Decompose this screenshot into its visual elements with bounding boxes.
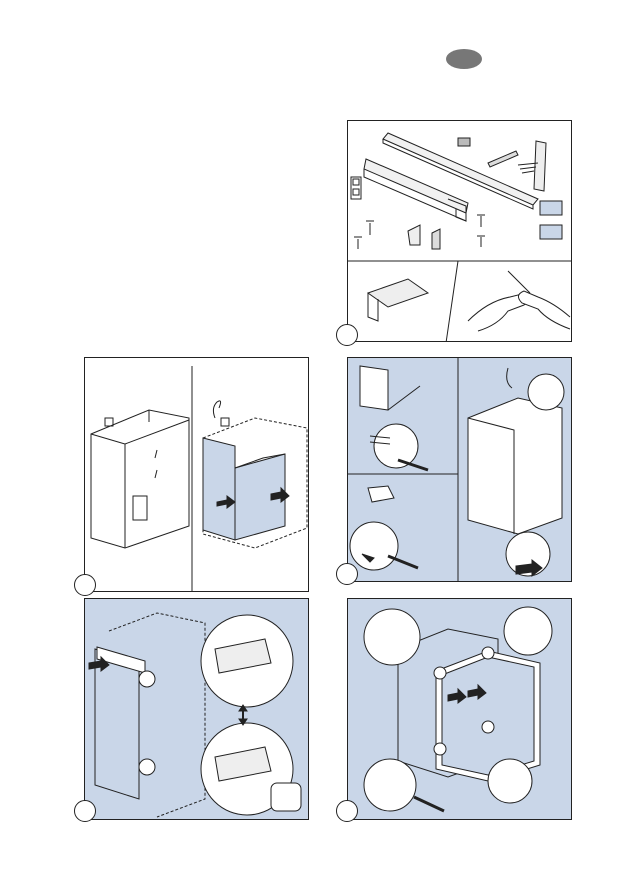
step-circle xyxy=(74,574,96,596)
hinge-screwdriver-illustration xyxy=(348,358,572,582)
language-badge xyxy=(446,49,482,69)
step-panel-door-frame-fixing xyxy=(347,598,572,820)
step-circle xyxy=(74,800,96,822)
step-panel-door-hinge-fixing xyxy=(347,357,572,582)
cabinet-niche-illustration xyxy=(85,358,309,592)
step-circle xyxy=(336,563,358,585)
door-bracket-illustration xyxy=(85,599,309,820)
step-circle xyxy=(336,324,358,346)
step-panel-door-bracket-alignment xyxy=(84,598,309,820)
accessory-parts-illustration xyxy=(348,121,572,342)
step-circle xyxy=(336,800,358,822)
door-frame-illustration xyxy=(348,599,572,820)
step-panel-parts xyxy=(347,120,572,342)
step-panel-cabinet-niche xyxy=(84,357,309,592)
